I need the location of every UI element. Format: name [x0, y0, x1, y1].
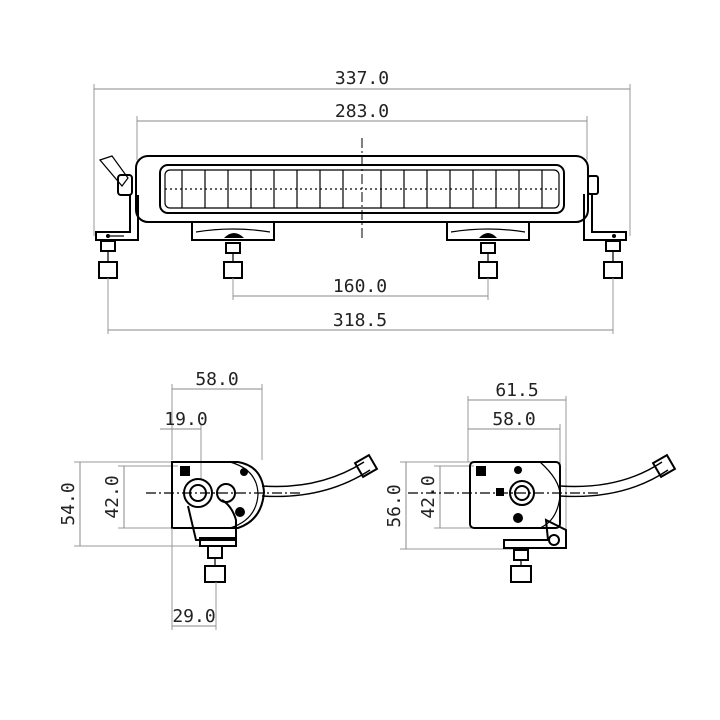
- dimension-right-outer-width: 61.5: [467, 380, 567, 530]
- dim-label-61: 61.5: [495, 380, 538, 401]
- side-view-left: 58.0 19.0 54.0 42.0: [58, 369, 379, 630]
- bolt-left-end: [98, 240, 118, 279]
- dim-label-337: 337.0: [335, 68, 389, 89]
- right-wire: [559, 453, 677, 498]
- left-end-bracket: [95, 155, 139, 241]
- dimension-left-inner: 42.0: [102, 465, 178, 529]
- dimension-left-width: 58.0: [171, 369, 263, 460]
- side-view-right: 61.5 58.0 56.0 42.0: [384, 380, 677, 583]
- dim-label-54: 54.0: [58, 482, 79, 525]
- dim-label-42-left: 42.0: [102, 475, 123, 518]
- dimension-left-foot: 29.0: [171, 528, 217, 630]
- bolt-center-left: [223, 242, 243, 279]
- dim-label-19: 19.0: [164, 409, 207, 430]
- dim-label-56: 56.0: [384, 484, 405, 527]
- bolt-right-end: [603, 240, 623, 279]
- dimension-left-height: 54.0: [58, 461, 210, 547]
- dim-label-283: 283.0: [335, 101, 389, 122]
- dim-label-58-left: 58.0: [195, 369, 238, 390]
- bolt-center-right: [478, 242, 498, 279]
- dimension-right-height: 56.0: [384, 461, 520, 550]
- mount-bracket-left: [191, 221, 275, 241]
- dimension-foot-spacing: 318.5: [107, 278, 614, 334]
- dim-label-58-right: 58.0: [492, 409, 535, 430]
- front-view: 337.0 283.0: [93, 68, 631, 334]
- dimension-overall-length: 337.0: [93, 68, 631, 236]
- dimension-right-width: 58.0: [468, 409, 561, 470]
- right-end-bracket: [583, 175, 627, 241]
- dim-label-42-right: 42.0: [418, 475, 439, 518]
- dimension-right-inner: 42.0: [418, 465, 474, 529]
- dim-label-318: 318.5: [333, 310, 387, 331]
- dimension-bracket-spacing: 160.0: [232, 276, 489, 300]
- left-wire: [261, 453, 379, 498]
- dimension-left-offset: 19.0: [160, 409, 208, 480]
- dim-label-160: 160.0: [333, 276, 387, 297]
- right-bolt: [510, 549, 532, 583]
- left-bolt: [204, 545, 226, 583]
- dimension-lens-length: 283.0: [136, 101, 588, 160]
- left-housing-body: [171, 461, 266, 529]
- dim-label-29: 29.0: [172, 606, 215, 627]
- left-bracket-leg: [187, 499, 237, 541]
- mount-bracket-right: [446, 221, 530, 241]
